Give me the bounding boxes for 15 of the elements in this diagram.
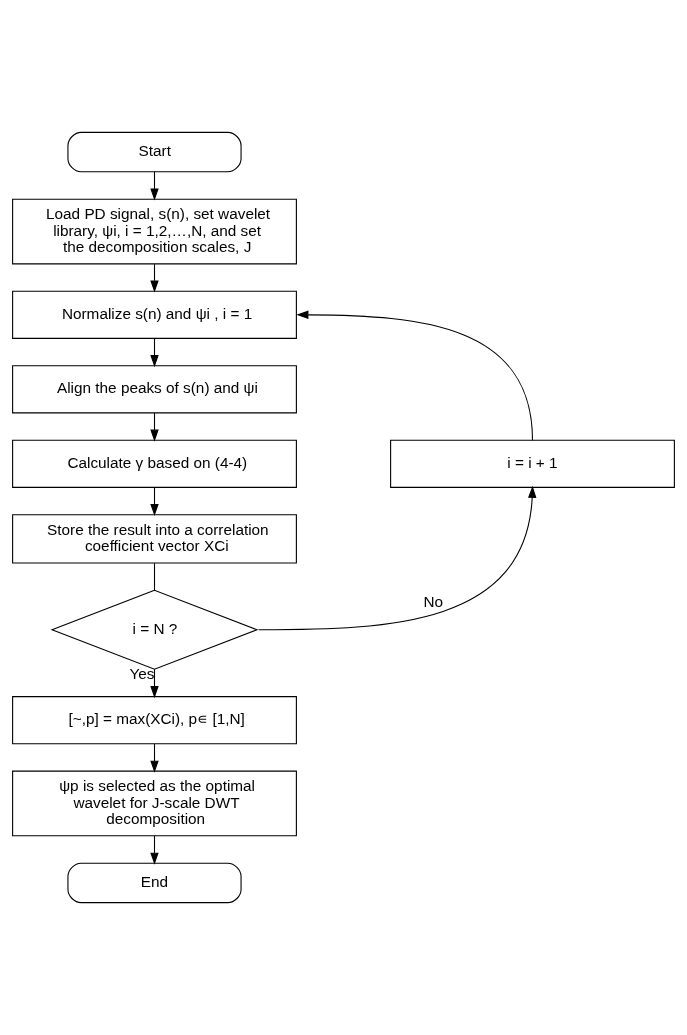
node-diamond: i = N ? [50,589,259,670]
node-box: Load PD signal, s(n), set wavelet library, ψi, i = 1,2,…,N, and set the decomposition scales, J [12,198,297,265]
node-box: ψp is selected as the optimal wavelet for J-scale DWT decomposition [12,770,297,837]
connector [153,562,156,591]
node-box: End [67,862,242,904]
node-box: Align the peaks of s(n) and ψi [12,365,297,414]
node-box: Normalize s(n) and ψi , i = 1 [12,290,297,339]
node-box: [~,p] = max(XCi), p∊ [1,N] [12,696,297,745]
node-box: i = i + 1 [390,439,675,488]
arrow [258,485,537,631]
arrow [296,310,534,441]
node-box: Start [67,131,242,173]
node-box: Calculate γ based on (4-4) [12,439,297,488]
node-box: Store the result into a correlation coefficient vector XCi [12,514,297,564]
edge-label: No [423,593,443,611]
